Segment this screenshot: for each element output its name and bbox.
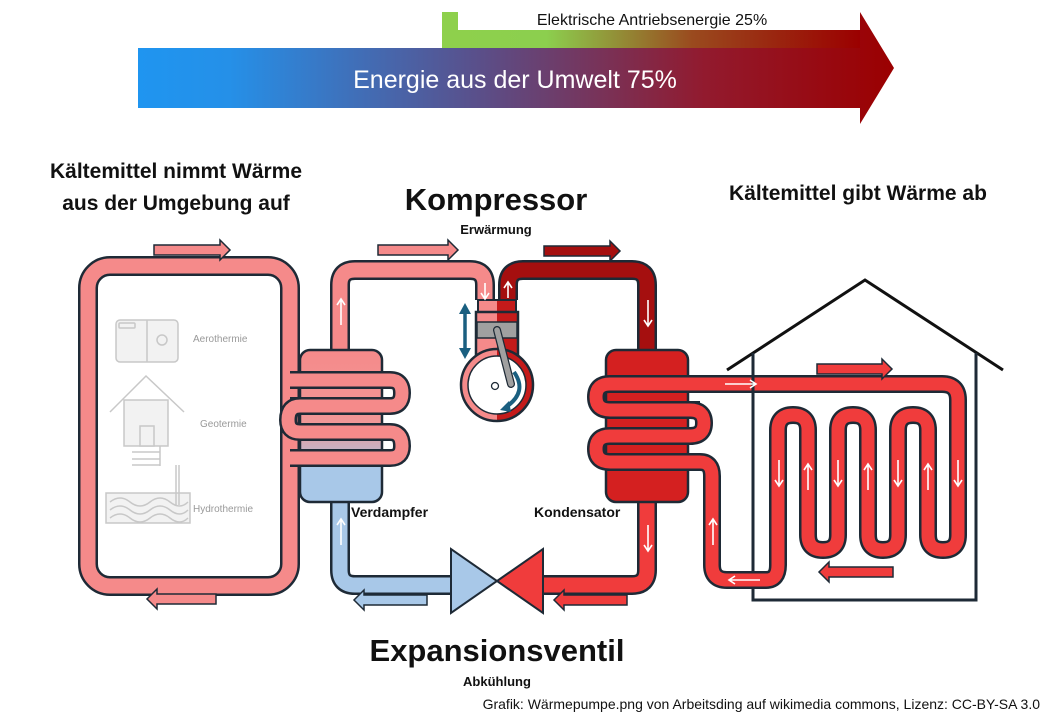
compressor-subheading: Erwärmung xyxy=(460,222,532,237)
left-heading-line1: Kältemittel nimmt Wärme xyxy=(50,160,302,183)
source-hydrothermie xyxy=(105,465,191,524)
source-aerothermie xyxy=(115,319,179,363)
pipe-arrow-up-icon xyxy=(708,517,718,545)
flow-arrow-right-icon xyxy=(543,239,622,263)
flow-arrow-left-icon xyxy=(145,587,217,611)
pipe-arrow-down-icon xyxy=(643,525,653,553)
pipe-arrow-down-icon xyxy=(643,300,653,328)
flow-arrow-left-icon xyxy=(817,560,894,584)
piston-motion-arrow-icon xyxy=(459,303,471,359)
electric-energy-label: Elektrische Antriebsenergie 25% xyxy=(537,12,767,29)
source-label-geotermie: Geotermie xyxy=(200,419,247,430)
energy-arrow: Elektrische Antriebsenergie 25% Energie … xyxy=(138,10,894,124)
pipe-valve-to-evaporator xyxy=(330,500,455,595)
source-label-hydrothermie: Hydrothermie xyxy=(193,504,253,515)
environment-energy-label: Energie aus der Umwelt 75% xyxy=(353,66,677,94)
flow-arrow-left-icon xyxy=(552,588,628,612)
pipe-direction-arrows xyxy=(336,280,963,585)
environment-loop xyxy=(78,256,300,596)
right-heading: Kältemittel gibt Wärme ab xyxy=(729,182,987,205)
pipe-arrow-right-icon xyxy=(725,379,758,389)
pipe-arrow-down-icon xyxy=(953,460,963,488)
pipe-arrow-up-icon xyxy=(336,297,346,325)
pipe-compressor-to-condenser xyxy=(498,260,657,350)
pipe-arrow-down-icon xyxy=(774,460,784,488)
left-heading-line2: aus der Umgebung auf xyxy=(62,192,291,215)
pipe-evaporator-to-compressor xyxy=(330,260,495,350)
flow-arrow-right-icon xyxy=(153,238,232,262)
condenser-label: Kondensator xyxy=(534,504,621,520)
house-walls xyxy=(751,353,978,602)
pipe-condenser-to-valve xyxy=(540,500,657,595)
pipe-arrow-up-icon xyxy=(803,462,813,490)
flow-arrow-right-icon xyxy=(377,238,460,262)
house xyxy=(726,278,1004,602)
source-label-aerothermie: Aerothermie xyxy=(193,334,248,345)
flow-arrow-left-icon xyxy=(352,588,428,612)
flow-arrow-right-icon xyxy=(816,357,894,381)
house-icon xyxy=(109,374,185,413)
pipe-arrow-up-icon xyxy=(863,462,873,490)
pipe-arrow-down-icon xyxy=(893,460,903,488)
compressor xyxy=(459,299,535,423)
condenser xyxy=(586,348,760,504)
valve-hot-side xyxy=(495,547,544,615)
pipe-arrow-up-icon xyxy=(503,280,513,298)
expansion-subheading: Abkühlung xyxy=(463,674,531,689)
expansion-heading: Expansionsventil xyxy=(370,633,625,668)
pipe-arrow-left-icon xyxy=(727,575,760,585)
environment-energy-band xyxy=(138,12,894,124)
floor-heating-coil xyxy=(699,375,967,589)
pipe-arrow-up-icon xyxy=(336,517,346,545)
source-geotermie xyxy=(109,374,185,466)
evaporator xyxy=(278,348,412,504)
compressor-heading: Kompressor xyxy=(405,182,588,217)
pipe-arrow-down-icon xyxy=(480,283,490,301)
pipe-arrow-down-icon xyxy=(833,460,843,488)
image-credit: Grafik: Wärmepumpe.png von Arbeitsding a… xyxy=(483,696,1041,712)
flow-arrows xyxy=(145,238,894,612)
house-roof xyxy=(726,278,1004,372)
evaporator-label: Verdampfer xyxy=(351,504,429,520)
expansion-valve xyxy=(450,547,544,615)
valve-cold-side xyxy=(450,547,499,615)
pipe-arrow-up-icon xyxy=(923,462,933,490)
